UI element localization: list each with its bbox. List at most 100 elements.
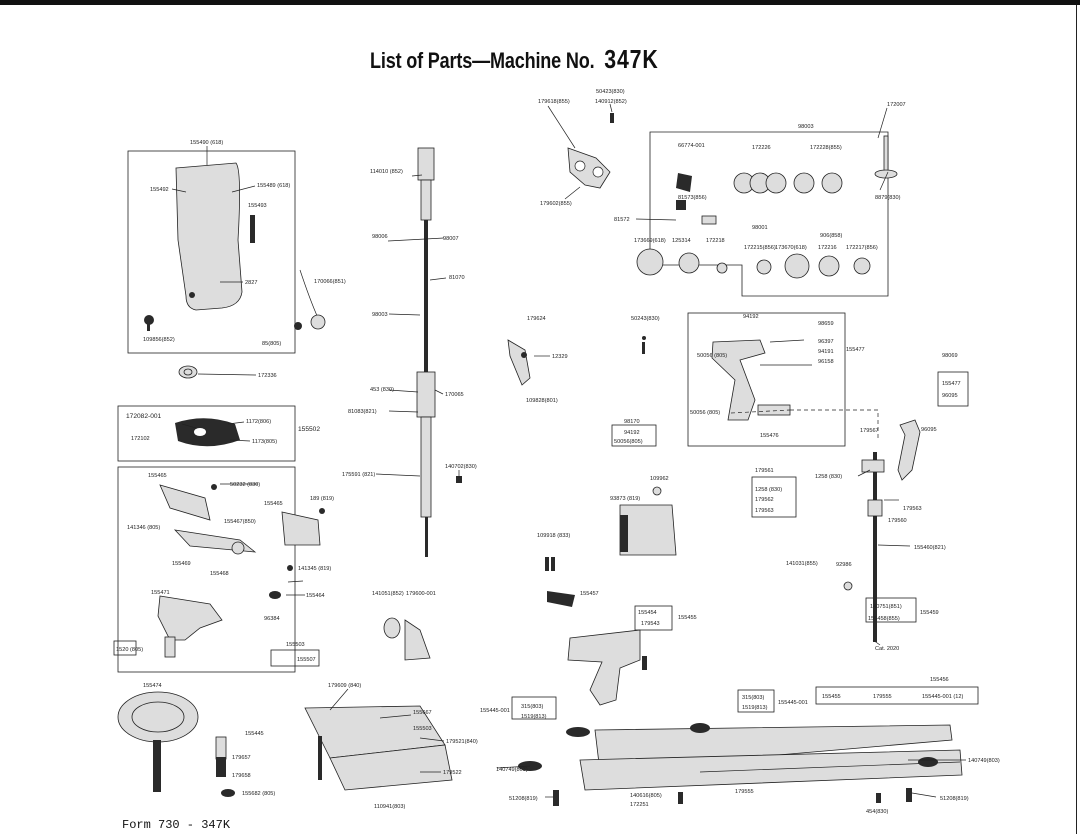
part-label: 51208(819) — [940, 796, 969, 802]
part-label: 155507 — [297, 657, 316, 663]
part-label: 173670(618) — [775, 245, 807, 251]
part-label: 141051(852) — [372, 591, 404, 597]
part-label: 94192 — [743, 314, 759, 320]
part-label: 98069 — [942, 353, 958, 359]
part-label: 98003 — [372, 312, 388, 318]
part-label: 155476 — [760, 433, 779, 439]
part-label: 141345 (819) — [298, 566, 331, 572]
part-label: 172228(855) — [810, 145, 842, 151]
part-label: 1520 (805) — [116, 647, 143, 653]
part-label: 109918 (833) — [537, 533, 570, 539]
part-label: 179600-001 — [406, 591, 436, 597]
part-label: 906(858) — [820, 233, 843, 239]
part-label: 155465 — [148, 473, 167, 479]
part-label: 155458(855) — [868, 616, 900, 622]
part-label: 155445-001 — [778, 700, 808, 706]
part-label: 179562 — [755, 497, 774, 503]
part-label: 66774-001 — [678, 143, 705, 149]
box-140751 — [865, 597, 917, 623]
part-label: Cat. 2020 — [875, 646, 899, 652]
part-label: 85(805) — [262, 341, 281, 347]
part-label: 81070 — [449, 275, 465, 281]
part-label: 1258 (830) — [755, 487, 782, 493]
model-number: 347K — [604, 44, 659, 74]
part-label: 98001 — [752, 225, 768, 231]
part-label: 155667 — [413, 710, 432, 716]
presser-foot-155471 — [157, 595, 223, 641]
part-label: 96384 — [264, 616, 280, 622]
right-border — [1076, 5, 1077, 834]
part-label: 172217(856) — [846, 245, 878, 251]
box-98069 — [937, 371, 969, 407]
part-label: 155468 — [210, 571, 229, 577]
part-label: 179563 — [755, 508, 774, 514]
part-label: 50232 (830) — [230, 482, 260, 488]
part-label: 81572 — [614, 217, 630, 223]
part-label: 172251 — [630, 802, 649, 808]
box-bobbin-case — [117, 405, 296, 462]
part-label: 155465 — [264, 501, 283, 507]
part-label: 155490 (618) — [190, 140, 223, 146]
part-label: 179658 — [232, 773, 251, 779]
part-label: 189 (819) — [310, 496, 334, 502]
part-label: 155454 — [638, 610, 657, 616]
part-label: 140616(805) — [630, 793, 662, 799]
part-label: 81573(856) — [678, 195, 707, 201]
part-label: 110941(803) — [374, 804, 405, 810]
part-drawings — [117, 113, 963, 806]
part-label: 155502 — [298, 426, 320, 433]
box-presser-parts — [117, 466, 296, 673]
part-label: 50056 (805) — [690, 410, 720, 416]
part-label: 140912(852) — [595, 99, 627, 105]
title-text: List of Parts—Machine No. — [370, 48, 595, 73]
part-label: 98006 — [372, 234, 388, 240]
page-title: List of Parts—Machine No. 347K — [370, 44, 659, 75]
part-label: 96397 — [818, 339, 834, 345]
part-label: 155477 — [942, 381, 961, 387]
box-1520 — [113, 640, 137, 656]
part-label: 179567 — [860, 428, 879, 434]
take-up-lever — [711, 339, 766, 421]
part-label: 50423(830) — [596, 89, 625, 95]
part-label: 179657 — [232, 755, 251, 761]
part-label: 155455 — [678, 615, 697, 621]
part-label: 1173(805) — [252, 439, 277, 445]
part-label: 155445-001 (12) — [922, 694, 964, 700]
part-label: 140702(830) — [445, 464, 477, 470]
leader-lines — [171, 103, 966, 798]
part-label: 179560 — [888, 518, 907, 524]
top-border — [0, 0, 1080, 5]
part-label: 50243(830) — [631, 316, 660, 322]
part-label: 179555 — [735, 789, 754, 795]
box-155503 — [270, 649, 320, 667]
part-label: 172216 — [818, 245, 837, 251]
panel-boxes — [113, 131, 979, 720]
part-label: 170065 — [445, 392, 464, 398]
feed-bar — [567, 629, 641, 706]
part-label: 179609 (840) — [328, 683, 361, 689]
part-label: 179563 — [903, 506, 922, 512]
part-label: 94191 — [818, 349, 834, 355]
part-label: 155457 — [580, 591, 599, 597]
part-label: 155456 — [930, 677, 949, 683]
part-label: 155492 — [150, 187, 169, 193]
part-label: 109856(852) — [143, 337, 175, 343]
part-label: 155467(850) — [224, 519, 256, 525]
part-label: 114010 (852) — [370, 169, 403, 175]
part-label: 140751(851) — [870, 604, 902, 610]
part-label: 98007 — [443, 236, 459, 242]
part-label: 155682 (805) — [242, 791, 275, 797]
part-label: 173669(618) — [634, 238, 666, 244]
part-label: 98003 — [798, 124, 814, 130]
part-label: 155493 — [248, 203, 267, 209]
part-label: 155489 (618) — [257, 183, 290, 189]
box-cover-plate — [127, 150, 296, 354]
part-label: 92986 — [836, 562, 852, 568]
part-label: 179561 — [755, 468, 774, 474]
part-label: 8879(830) — [875, 195, 901, 201]
box-take-up-lever — [687, 312, 846, 447]
box-155455 — [815, 686, 979, 705]
part-labels: 155490 (618) 155489 (618) 155492 155493 … — [116, 89, 1000, 815]
